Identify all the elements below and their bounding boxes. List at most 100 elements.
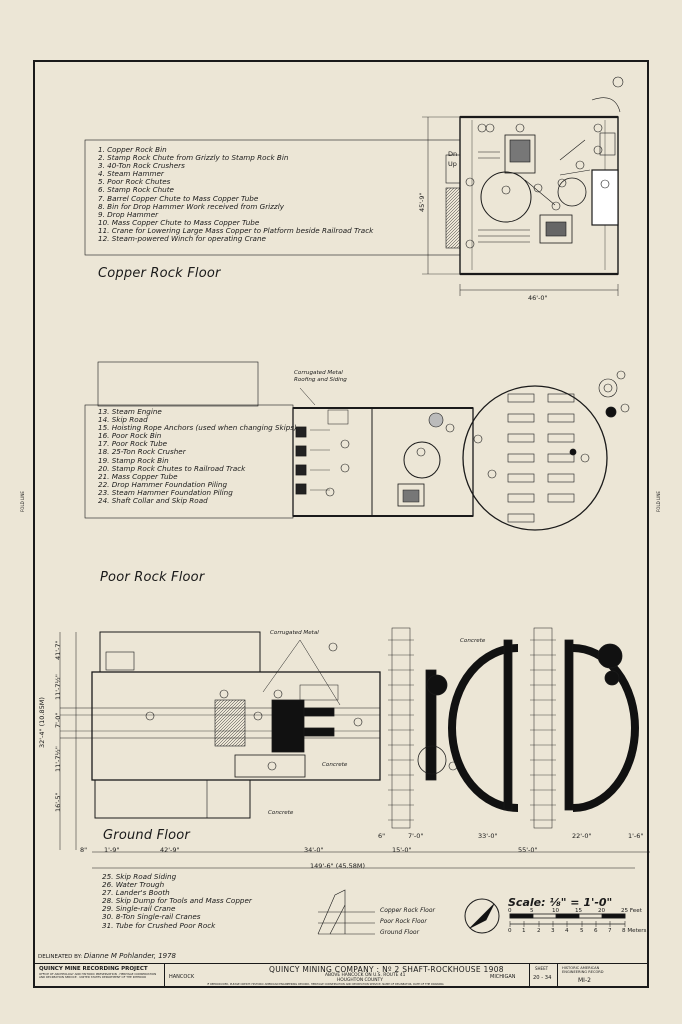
title-block-main: QUINCY MINING COMPANY : Nº 2 SHAFT-ROCKH…	[165, 964, 530, 987]
legend-item: 23. Steam Hammer Foundation Piling	[98, 487, 233, 497]
scale-meter-tick: 6	[594, 928, 598, 934]
poor-rock-floor-plan	[84, 361, 630, 531]
delineated-label: DELINEATED BY:	[38, 954, 83, 960]
title-block-project: QUINCY MINE RECORDING PROJECT OFFICE OF …	[35, 964, 165, 987]
sheet-label: SHEET	[535, 966, 549, 971]
legend-item: 4. Steam Hammer	[98, 169, 164, 179]
ground-dim-bottom: 1'-9"	[104, 846, 120, 854]
legend-item: 17. Poor Rock Tube	[98, 439, 168, 449]
legend-item: 9. Drop Hammer	[98, 209, 159, 219]
legend-item: 10. Mass Copper Chute to Mass Copper Tub…	[98, 217, 260, 227]
legend-item: 25. Skip Road Siding	[102, 872, 177, 881]
legend-item: 22. Drop Hammer Foundation Piling	[98, 479, 228, 489]
concrete-note-center: Concrete	[322, 762, 348, 768]
ground-dim-bottom: 34'-0"	[304, 846, 324, 854]
section-key-label: Poor Rock Floor	[380, 918, 427, 925]
legend-item: 28. Skip Dump for Tools and Mass Copper	[102, 896, 252, 906]
legend-item: 26. Water Trough	[102, 880, 165, 890]
poor-rock-floor-title: Poor Rock Floor	[100, 570, 205, 585]
location-line-1: ABOVE HANCOCK ON U.S. ROUTE 41	[325, 973, 406, 978]
ground-dim-left: 16'-5"	[54, 792, 62, 812]
section-key-diagram	[317, 889, 375, 935]
project-name: QUINCY MINE RECORDING PROJECT	[39, 966, 148, 972]
scale-feet-tick: 5	[530, 908, 534, 914]
scale-meter-tick: 1	[522, 928, 526, 934]
concrete-note-lower: Concrete	[268, 810, 294, 816]
ground-dim-left: 11'-7½"	[54, 746, 62, 772]
legend-item: 30. 8-Ton Single-rail Cranes	[102, 912, 201, 922]
fold-line-left: FOLD LINE	[20, 491, 25, 512]
ground-dim-left: 41'-7"	[54, 640, 62, 660]
legend-item: 5. Poor Rock Chutes	[98, 177, 171, 187]
stair-label-down: Dn	[448, 150, 458, 158]
stair-label-up: Up	[448, 160, 457, 168]
title-block: QUINCY MINE RECORDING PROJECT OFFICE OF …	[35, 963, 647, 987]
copper-rock-floor-plan	[84, 76, 624, 296]
title-block-haer: HISTORIC AMERICAN ENGINEERING RECORD MI-…	[558, 964, 647, 987]
legend-item: 16. Poor Rock Bin	[98, 431, 162, 441]
copper-rock-floor-title: Copper Rock Floor	[98, 266, 221, 281]
scale-title: Scale: ⅛" = 1'-0"	[508, 896, 613, 909]
ground-dim-top: 6"	[378, 832, 386, 840]
ground-dim-top: 33'-0"	[478, 832, 498, 840]
scale-feet-tick: 10	[552, 908, 560, 914]
project-agency: OFFICE OF ARCHEOLOGY AND HISTORIC PRESER…	[39, 972, 157, 980]
ground-dim-left: 11'-7½"	[54, 674, 62, 700]
city: HANCOCK	[169, 974, 195, 980]
sheet-value: 20 - 34	[533, 975, 552, 981]
legend-item: 27. Lander's Booth	[102, 888, 170, 898]
legend-item: 13. Steam Engine	[98, 407, 162, 416]
delineated-by: DELINEATED BY: Dianne M Pohlander, 1978	[38, 952, 176, 960]
scale-meter-tick: 8 Meters	[622, 928, 647, 934]
scale-meter-tick: 2	[537, 928, 541, 934]
section-key-label: Copper Rock Floor	[380, 907, 435, 914]
ground-dim-left: 7'-0"	[54, 712, 62, 728]
scale-meter-tick: 5	[580, 928, 584, 934]
ground-dim-total: 149'-6" (45.58M)	[310, 862, 366, 870]
ground-dim-bottom: 15'-0"	[392, 846, 412, 854]
corrugated-metal-note: Corrugated Metal	[270, 630, 319, 636]
scale-meter-tick: 3	[551, 928, 555, 934]
ground-dim-top: 22'-0"	[572, 832, 592, 840]
legend-item: 29. Single-rail Crane	[102, 904, 176, 914]
drawing-title: QUINCY MINING COMPANY : Nº 2 SHAFT-ROCKH…	[269, 965, 504, 974]
scale-meter-tick: 0	[508, 928, 512, 934]
legend-item: 7. Barrel Copper Chute to Mass Copper Tu…	[98, 193, 259, 203]
delineator-name: Dianne M Pohlander, 1978	[83, 952, 177, 960]
legend-item: 6. Stamp Rock Chute	[98, 185, 174, 195]
legend-item: 8. Bin for Drop Hammer Work received fro…	[98, 201, 284, 211]
ground-dim-bottom: 8"	[80, 846, 88, 854]
scale-feet-tick: 20	[598, 908, 606, 914]
corrugated-roofing-note: Corrugated Metal Roofing and Siding	[294, 370, 347, 383]
drawing-border	[33, 60, 649, 988]
legend-item: 18. 25-Ton Rock Crusher	[98, 447, 186, 457]
scale-feet-tick: 25 Feet	[621, 908, 642, 914]
credit-line: IF REPRODUCED, PLEASE CREDIT: HISTORIC A…	[207, 982, 444, 986]
scale-meter-tick: 7	[608, 928, 612, 934]
scale-feet-tick: 15	[575, 908, 583, 914]
concrete-note-shaft: Concrete	[460, 638, 486, 644]
legend-item: 19. Stamp Rock Bin	[98, 455, 169, 465]
legend-item: 31. Tube for Crushed Poor Rock	[102, 920, 216, 930]
fold-line-right: FOLD LINE	[656, 491, 661, 512]
ground-dim-top: 1'-6"	[628, 832, 644, 840]
section-key-label: Ground Floor	[380, 929, 420, 936]
title-block-sheet: SHEET 20 - 34	[530, 964, 558, 987]
ground-dim-bottom: 55'-0"	[518, 846, 538, 854]
copper-floor-depth-dimension: 45'-9"	[418, 192, 426, 212]
haer-label: HISTORIC AMERICAN ENGINEERING RECORD	[562, 966, 604, 974]
legend-item: 20. Stamp Rock Chutes to Railroad Track	[98, 463, 246, 473]
legend-item: 14. Skip Road	[98, 415, 148, 425]
legend-item: 11. Crane for Lowering Large Mass Copper…	[98, 225, 374, 235]
legend-item: 3. 40-Ton Rock Crushers	[98, 161, 185, 171]
legend-item: 21. Mass Copper Tube	[98, 471, 178, 481]
ground-dim-left-total: 32'-4" (10.85M)	[38, 697, 46, 748]
scale-meter-tick: 4	[565, 928, 569, 934]
state: MICHIGAN	[490, 974, 516, 980]
legend-item: 12. Steam-powered Winch for operating Cr…	[98, 234, 266, 244]
legend-copper-rock-floor: 1. Copper Rock Bin 2. Stamp Rock Chute f…	[98, 145, 374, 244]
location-line-2: HOUGHTON COUNTY	[337, 978, 383, 983]
legend-item: 1. Copper Rock Bin	[98, 145, 167, 154]
